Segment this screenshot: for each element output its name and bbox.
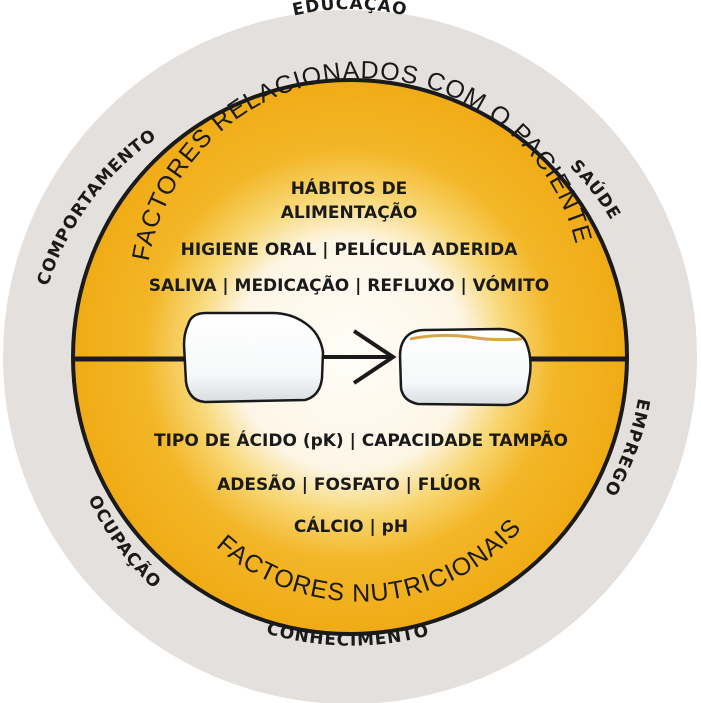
outer-label-top: EDUCAÇÃO	[291, 0, 410, 20]
patient-line: HIGIENE ORAL | PELÍCULA ADERIDA	[181, 238, 519, 260]
nutrition-line: ADESÃO | FOSFATO | FLÚOR	[217, 472, 481, 495]
eroded-tooth-icon	[398, 327, 532, 407]
patient-line: HÁBITOS DE	[291, 177, 408, 199]
patient-line: SALIVA | MEDICAÇÃO | REFLUXO | VÓMITO	[149, 273, 549, 296]
nutritional-factors-list: TIPO DE ÁCIDO (pK) | CAPACIDADE TAMPÃO A…	[154, 428, 568, 537]
nutrition-line: TIPO DE ÁCIDO (pK) | CAPACIDADE TAMPÃO	[154, 428, 568, 451]
patient-line: ALIMENTAÇÃO	[281, 200, 418, 223]
healthy-tooth-icon	[182, 311, 325, 404]
nutrition-line: CÁLCIO | pH	[294, 515, 408, 537]
patient-factors-list: HÁBITOS DE ALIMENTAÇÃO HIGIENE ORAL | PE…	[149, 177, 549, 296]
arrow-right-icon	[323, 329, 397, 385]
